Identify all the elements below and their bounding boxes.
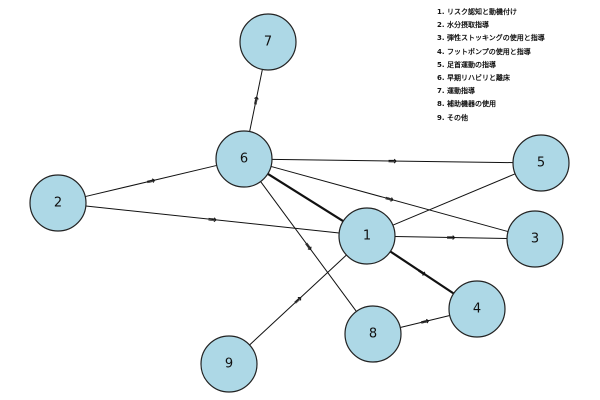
legend-item: 2. 水分摂取指導 — [437, 21, 489, 30]
node-circle — [29, 174, 87, 232]
node-1: 1 — [338, 207, 396, 265]
node-circle — [512, 134, 570, 192]
node-9: 9 — [200, 335, 258, 393]
node-3: 3 — [506, 210, 564, 268]
node-circle — [506, 210, 564, 268]
node-label: 2 — [54, 196, 62, 211]
edge-arrow-1-4: ⇒ — [415, 265, 430, 281]
edge-arrow-6-5: ⇒ — [388, 154, 397, 167]
node-label: 6 — [240, 152, 248, 167]
node-4: 4 — [448, 280, 506, 338]
node-label: 1 — [363, 229, 371, 244]
edge-2-1 — [85, 205, 340, 234]
node-circle — [215, 130, 273, 188]
edge-6-1 — [267, 172, 344, 223]
legend-item: 8. 補助機器の使用 — [437, 100, 496, 109]
edge-6-7 — [249, 69, 263, 132]
legend-item: 9. その他 — [437, 113, 468, 122]
edge-arrow-6-3: ⇒ — [383, 192, 395, 207]
edge-1-3 — [394, 236, 508, 239]
legend-item: 6. 早期リハビリと離床 — [437, 74, 510, 83]
edge-arrow-2-6: ⇒ — [145, 174, 157, 189]
nodes-layer: 1 2 3 4 5 6 7 8 9 — [29, 13, 570, 393]
edge-arrow-6-8: ⇒ — [301, 239, 317, 254]
node-circle — [239, 13, 297, 71]
edges-layer: ⇒⇒⇒⇒⇒⇒⇒⇒⇒⇒ — [85, 69, 516, 346]
edge-9-1 — [249, 254, 347, 346]
node-5: 5 — [512, 134, 570, 192]
edge-1-4 — [389, 250, 455, 295]
legend-item: 1. リスク認知と動機付け — [437, 8, 517, 16]
node-8: 8 — [344, 305, 402, 363]
edge-6-5 — [271, 158, 514, 164]
node-circle — [200, 335, 258, 393]
node-circle — [448, 280, 506, 338]
legend: 1. リスク認知と動機付け 2. 水分摂取指導 3. 弾性ストッキングの使用と指… — [437, 6, 545, 125]
edge-2-6 — [85, 164, 217, 198]
node-label: 9 — [225, 357, 233, 372]
edge-1-5 — [392, 173, 516, 226]
edge-arrow-6-7: ⇒ — [249, 95, 264, 107]
node-label: 8 — [369, 327, 377, 342]
node-label: 4 — [473, 302, 481, 317]
edge-6-8 — [260, 181, 357, 312]
edge-arrow-1-3: ⇒ — [446, 231, 455, 244]
legend-item: 7. 運動指導 — [437, 87, 475, 96]
node-7: 7 — [239, 13, 297, 71]
edge-8-4 — [400, 315, 450, 328]
node-label: 5 — [537, 156, 545, 171]
legend-item: 4. フットポンプの使用と指導 — [437, 47, 531, 56]
node-circle — [338, 207, 396, 265]
node-2: 2 — [29, 174, 87, 232]
legend-item: 3. 弾性ストッキングの使用と指導 — [437, 34, 545, 43]
node-circle — [344, 305, 402, 363]
edge-arrow-8-4: ⇒ — [419, 314, 431, 329]
node-label: 7 — [264, 35, 272, 50]
node-label: 3 — [531, 232, 539, 247]
edge-6-3 — [270, 165, 509, 233]
legend-item: 5. 足首運動の指導 — [437, 60, 496, 69]
node-6: 6 — [215, 130, 273, 188]
edge-arrow-2-1: ⇒ — [207, 213, 218, 227]
